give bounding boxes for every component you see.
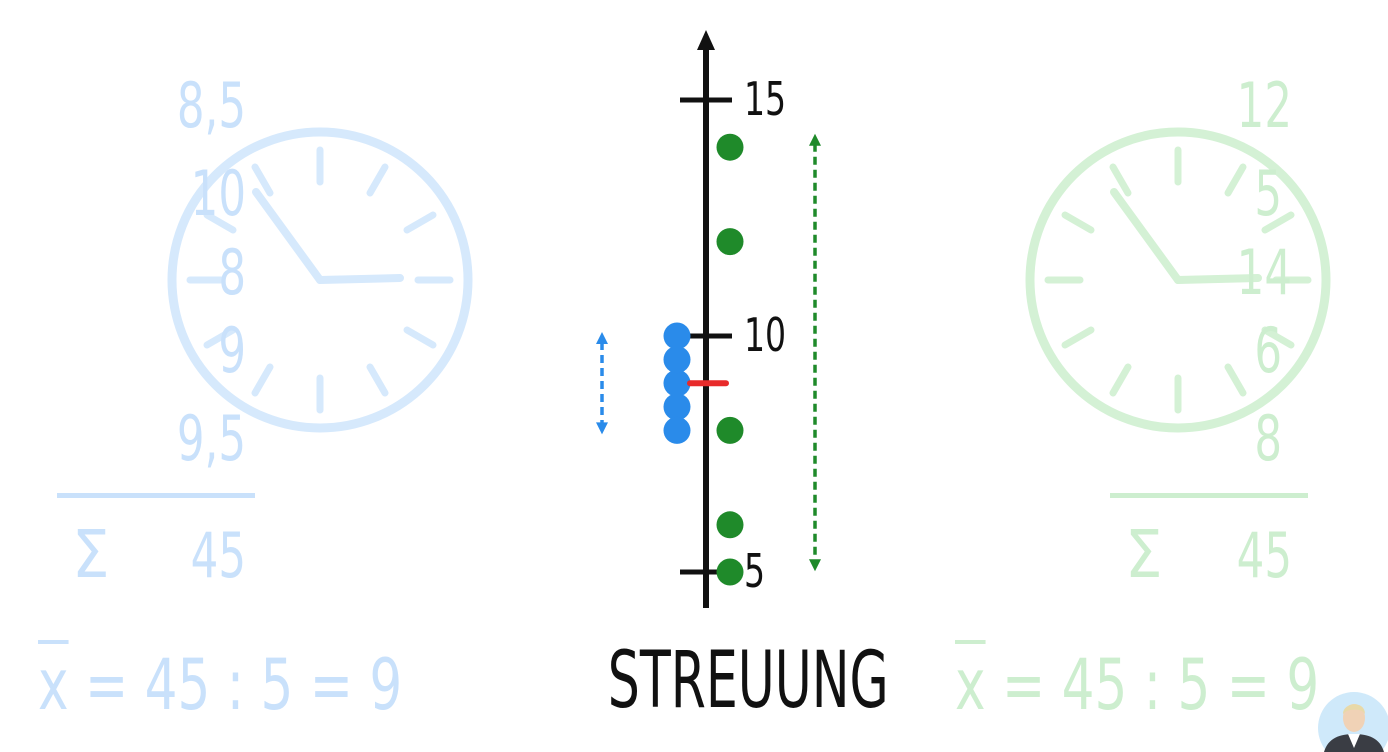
right-value-3: 14 xyxy=(1236,236,1292,309)
left-value-4: 9 xyxy=(218,314,246,387)
right-value-1: 12 xyxy=(1236,69,1292,142)
right-value-2: 5 xyxy=(1254,157,1282,230)
left-value-2: 10 xyxy=(190,157,246,230)
data-point-green xyxy=(716,511,744,539)
blue-spread-arrow-head-top xyxy=(596,332,608,344)
left-value-5: 9,5 xyxy=(176,402,246,475)
right-sum-line xyxy=(1110,493,1308,498)
tick-label: 15 xyxy=(744,72,787,126)
data-point-blue xyxy=(663,369,691,397)
tick-label: 5 xyxy=(744,544,766,598)
left-value-1: 8,5 xyxy=(176,69,246,142)
green-spread-arrow-head-top xyxy=(809,133,821,146)
mean-symbol: x xyxy=(38,644,69,726)
clock-icon xyxy=(167,127,473,433)
tick-label: 10 xyxy=(744,308,787,362)
mean-equation: = 45 : 5 = 9 xyxy=(1001,644,1320,726)
axis-arrowhead xyxy=(697,30,715,50)
left-value-3: 8 xyxy=(218,236,246,309)
data-point-green xyxy=(716,133,744,161)
right-mean-formula: x = 45 : 5 = 9 xyxy=(955,650,1319,720)
data-point-blue xyxy=(663,322,691,350)
left-sum-symbol: Σ xyxy=(72,516,110,593)
data-point-blue xyxy=(663,393,691,421)
right-value-4: 6 xyxy=(1254,314,1282,387)
clock-icon xyxy=(1025,127,1331,433)
right-sum-symbol: Σ xyxy=(1125,516,1163,593)
data-point-green xyxy=(716,416,744,444)
chart-title: STREUUNG xyxy=(607,636,889,726)
data-point-green xyxy=(716,558,744,586)
data-point-green xyxy=(716,228,744,256)
left-sum-value: 45 xyxy=(190,519,246,592)
green-spread-arrow-head-bottom xyxy=(809,559,821,572)
left-sum-line xyxy=(57,493,255,498)
mean-symbol: x xyxy=(955,644,986,726)
mean-equation: = 45 : 5 = 9 xyxy=(84,644,403,726)
blue-spread-arrow-head-bottom xyxy=(596,422,608,435)
right-value-5: 8 xyxy=(1254,402,1282,475)
left-mean-formula: x = 45 : 5 = 9 xyxy=(38,650,402,720)
data-point-blue xyxy=(663,346,691,374)
right-sum-value: 45 xyxy=(1236,519,1292,592)
presenter-avatar-icon[interactable] xyxy=(1318,688,1388,752)
data-point-blue xyxy=(663,416,691,444)
